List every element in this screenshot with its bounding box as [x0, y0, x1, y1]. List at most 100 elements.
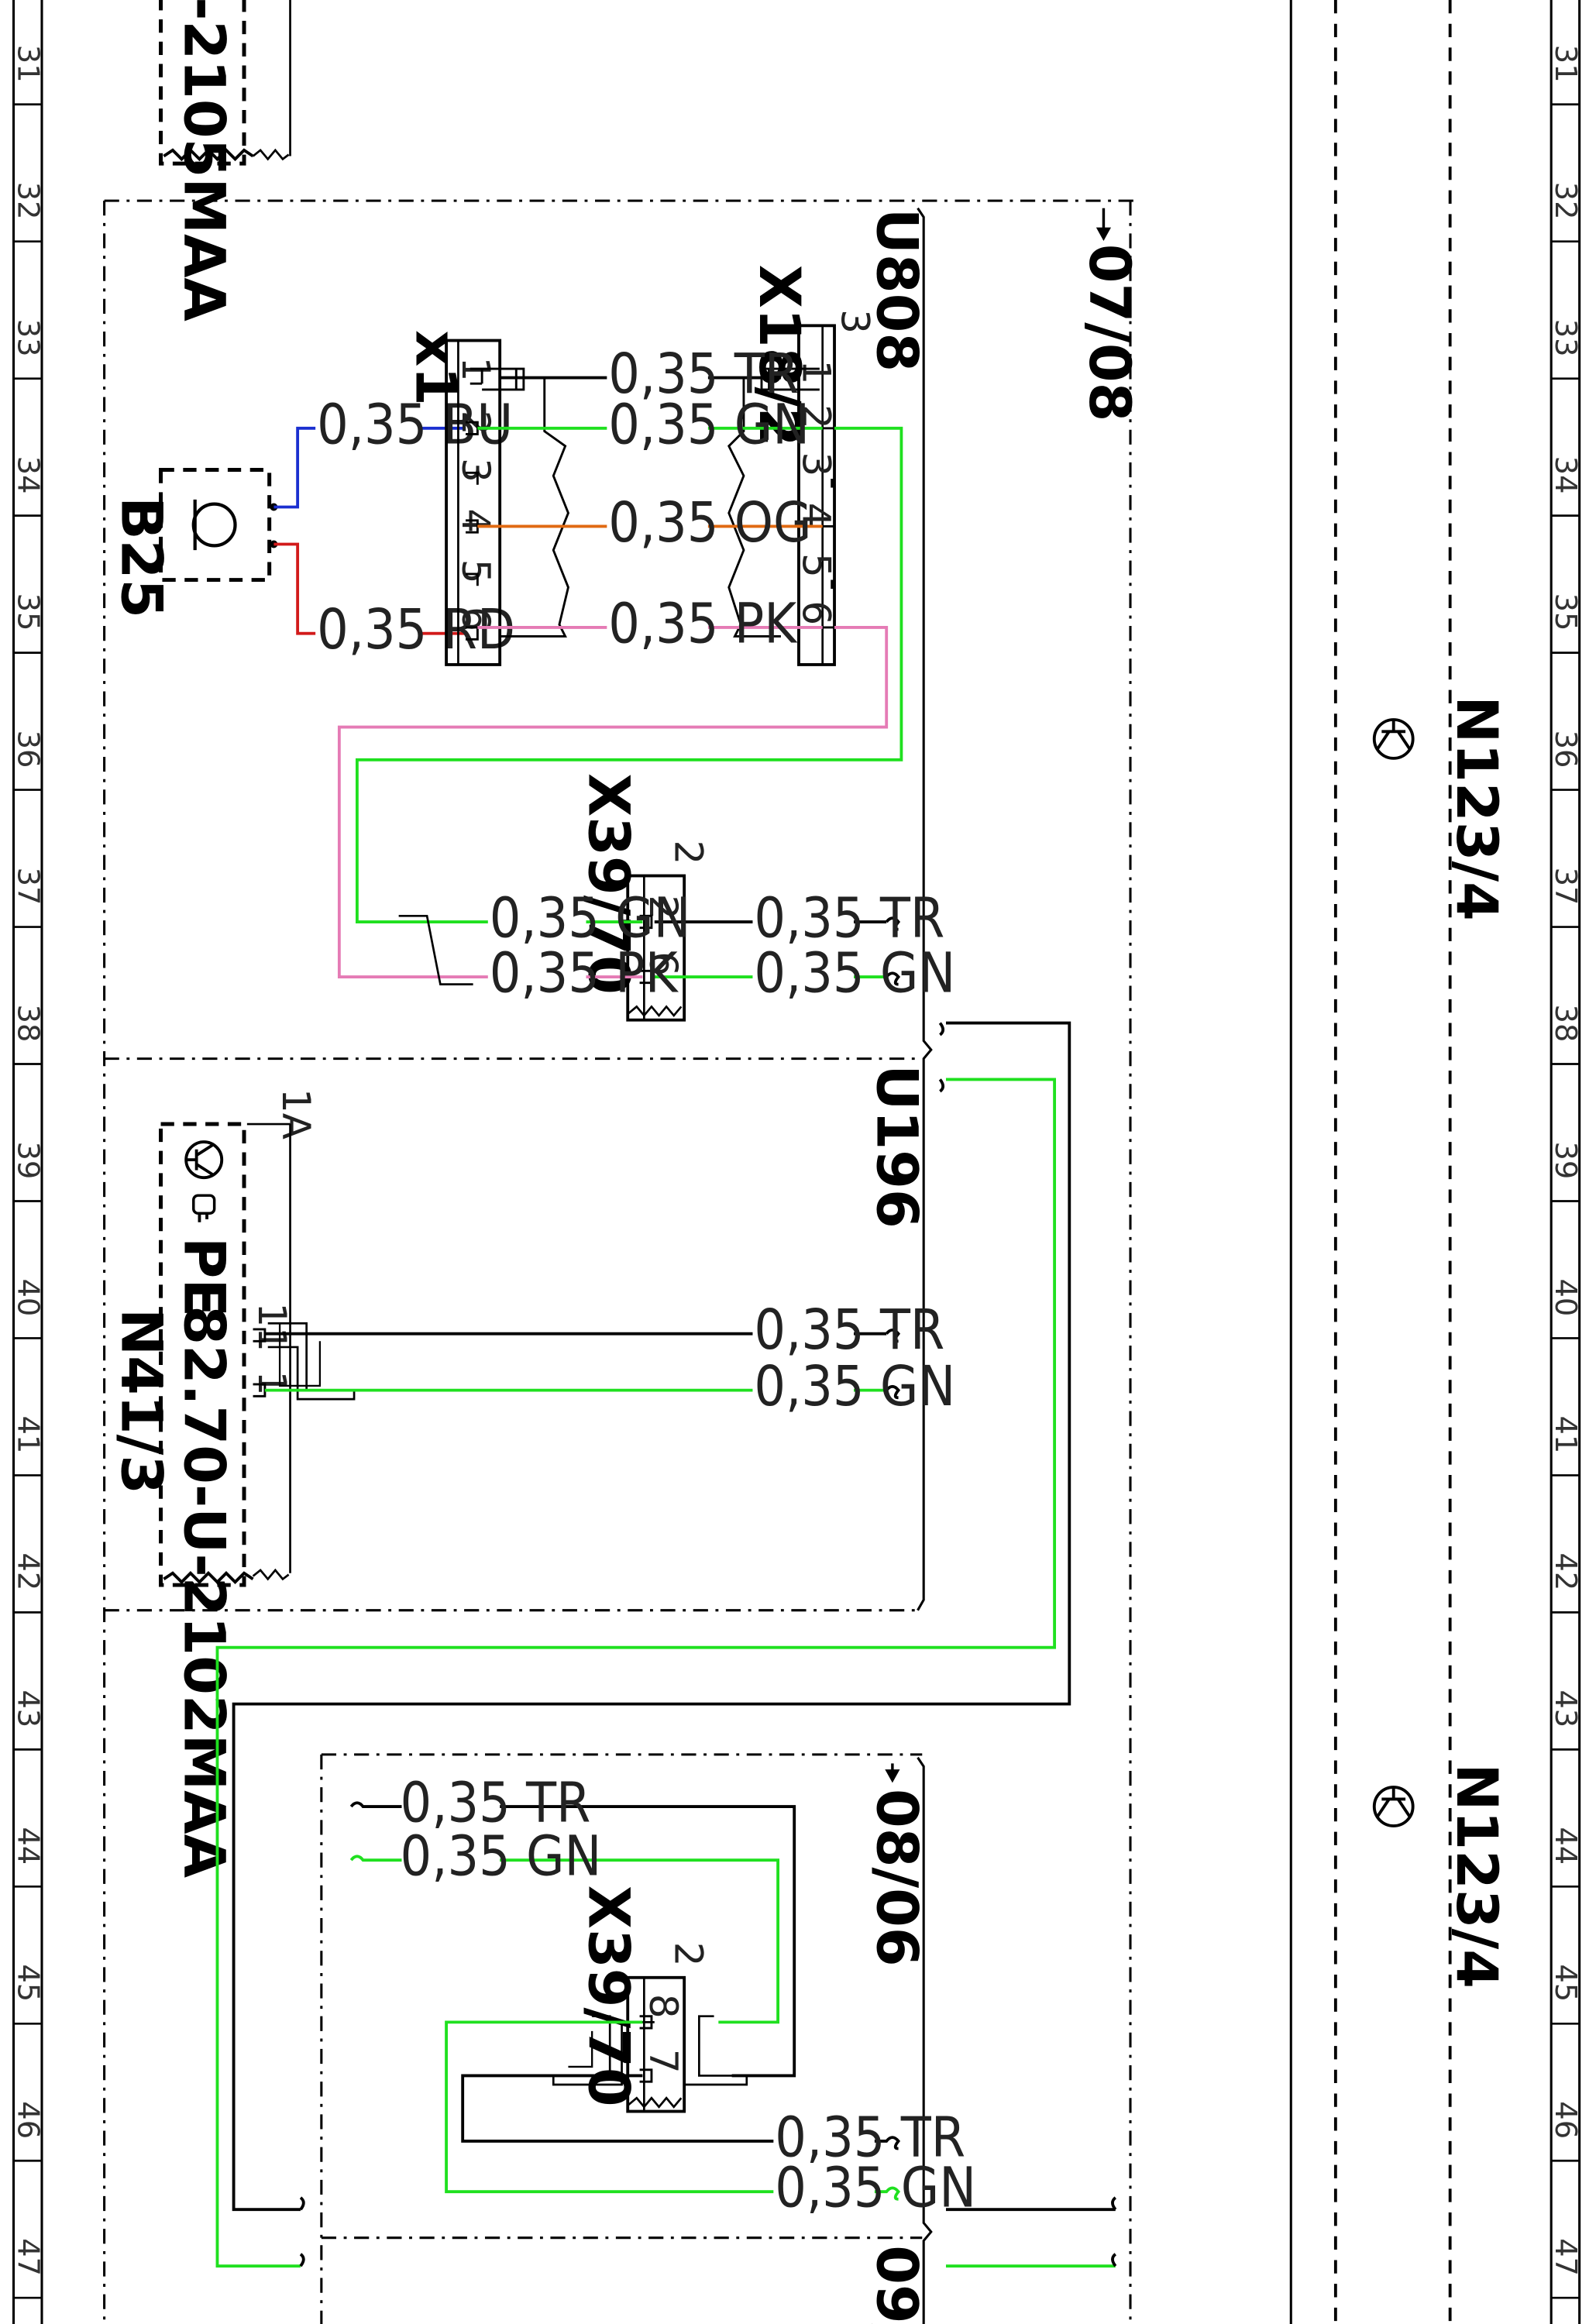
x18-pin-count: 3 [833, 309, 878, 334]
ground-n123-b: N123/4 [1372, 1763, 1509, 1989]
top-component-box: -2105MAA [159, 0, 291, 321]
row-number-label: 33 [1548, 319, 1583, 357]
row-number-label: 31 [1548, 45, 1583, 83]
x39a-pin-6: 6 [641, 951, 686, 976]
connector-x18: X18/2 3 1 2 3 4 5 6 [746, 265, 878, 666]
row-number-label: 31 [10, 45, 45, 83]
n41-pe-label: PE [170, 1237, 236, 1317]
row-number-label: 34 [10, 456, 45, 494]
row-number-label: 39 [10, 1142, 45, 1180]
transistor-icon [184, 1140, 224, 1180]
module-u808-label: U808 [864, 208, 930, 372]
wire-label-b-tr-out: 0,35 TR [775, 2105, 965, 2169]
sheet-ref-top: 07/08 [1076, 208, 1142, 422]
row-number-label: 37 [1548, 868, 1583, 906]
ground-bus [1333, 0, 1452, 2324]
ground-n123-a-label: N123/4 [1443, 696, 1509, 921]
u808-routing [337, 426, 903, 985]
x18-pin-1: 1 [794, 359, 839, 384]
wire-label-b-gn-out: 0,35 GN [775, 2156, 976, 2220]
row-number-label: 45 [1548, 1964, 1583, 2002]
x18-label: X18/2 [746, 265, 812, 447]
cross-routing [215, 1021, 1117, 2268]
wire-label-rd: 0,35 RD [317, 597, 515, 662]
x18-pin-4: 4 [794, 503, 839, 528]
connector-x39-b: X39/70 2 8 7 [552, 1886, 748, 2113]
sheet-ref-bottom-label: 09/08 [864, 2245, 930, 2324]
row-number-label: 41 [10, 1415, 45, 1453]
n41-pin-11: 11 [249, 1302, 294, 1351]
row-number-label: 43 [10, 1690, 45, 1728]
row-number-label: 42 [1548, 1552, 1583, 1590]
wire-label-n41-gn: 0,35 GN [754, 1354, 955, 1418]
b25-sensor: B25 [108, 468, 278, 618]
row-number-label: 38 [1548, 1005, 1583, 1043]
x1-pin-5: 5 [453, 559, 498, 584]
b25-label: B25 [108, 497, 174, 618]
row-number-label: 33 [10, 319, 45, 357]
ground-n123-b-label: N123/4 [1443, 1763, 1509, 1989]
row-number-label: 46 [1548, 2101, 1583, 2139]
row-number-label: 40 [1548, 1278, 1583, 1316]
wire-label-bu: 0,35 BU [317, 392, 513, 456]
row-number-label: 35 [1548, 593, 1583, 631]
x1-pin-3: 3 [453, 458, 498, 483]
row-number-label: 37 [10, 868, 45, 906]
x18-pin-6: 6 [794, 600, 839, 625]
sheet-ref-mid-label: 08/06 [864, 1789, 930, 1967]
x18-pin-3: 3 [794, 452, 839, 476]
row-ticks [13, 103, 1580, 2299]
row-number-label: 36 [1548, 731, 1583, 768]
connector-x39-a: X39/70 2 2 6 [575, 773, 711, 1022]
n41-component: PE 82.70-U-2102MAA N41/3 11 1 [108, 1122, 356, 1879]
transistor-ground-icon [1372, 718, 1415, 760]
x39b-pin-8: 8 [641, 1994, 686, 2019]
row-number-label: 46 [10, 2101, 45, 2139]
wire-label-x39a-tr-out: 0,35 TR [754, 886, 944, 951]
row-number-label: 39 [1548, 1142, 1583, 1180]
x39a-pin-count: 2 [666, 840, 711, 865]
row-number-label: 43 [1548, 1690, 1583, 1728]
sheet-ref-top-label: 07/08 [1076, 244, 1142, 422]
x39b-out-wires [445, 2020, 901, 2201]
grid-rulers [12, 0, 1581, 2324]
row-number-label: 32 [1548, 182, 1583, 220]
row-number-label: 41 [1548, 1415, 1583, 1453]
wire-label-x39a-gn-out: 0,35 GN [754, 941, 955, 1006]
n41-wires [264, 1328, 901, 1400]
wire-label-x1-gn: 0,35 GN [608, 392, 810, 456]
sheet-ref-mid: 08/06 [864, 1763, 930, 1967]
sheet-ref-bottom: 09/08 [864, 2245, 930, 2324]
top-box-ref-label: -2105MAA [170, 0, 236, 321]
wire-label-b-gn-in: 0,35 GN [401, 1824, 602, 1889]
x1-x18-wires [477, 376, 823, 629]
pin-1a-label: 1A [273, 1088, 318, 1140]
x39a-label: X39/70 [575, 773, 641, 995]
row-number-label: 34 [1548, 456, 1583, 494]
row-number-label: 47 [10, 2238, 45, 2276]
ground-n123-a: N123/4 [1372, 696, 1509, 921]
row-number-label: 44 [1548, 1827, 1583, 1865]
wire-label-x1-tr: 0,35 TR [608, 342, 799, 406]
n41-label: N41/3 [108, 1308, 174, 1494]
row-number-label: 38 [10, 1005, 45, 1043]
row-number-label: 40 [10, 1278, 45, 1316]
module-braces [917, 207, 933, 2324]
x39b-label: X39/70 [575, 1886, 641, 2107]
row-number-label: 44 [10, 1827, 45, 1865]
transistor-ground-icon [1372, 1786, 1415, 1827]
module-boundaries [103, 199, 1138, 2324]
wire-label-x39a-pk-in: 0,35 PK [490, 941, 679, 1006]
wire-label-x1-og: 0,35 OG [608, 490, 811, 555]
row-number-label: 32 [10, 182, 45, 220]
hand-pointer-icon [192, 1194, 216, 1222]
row-number-label: 36 [10, 731, 45, 768]
row-number-label: 35 [10, 593, 45, 631]
wire-label-x39a-gn-in: 0,35 GN [490, 886, 691, 951]
x18-pin-2: 2 [794, 404, 839, 429]
x39b-in-wires [349, 1801, 796, 2078]
wire-label-n41-tr: 0,35 TR [754, 1298, 944, 1362]
